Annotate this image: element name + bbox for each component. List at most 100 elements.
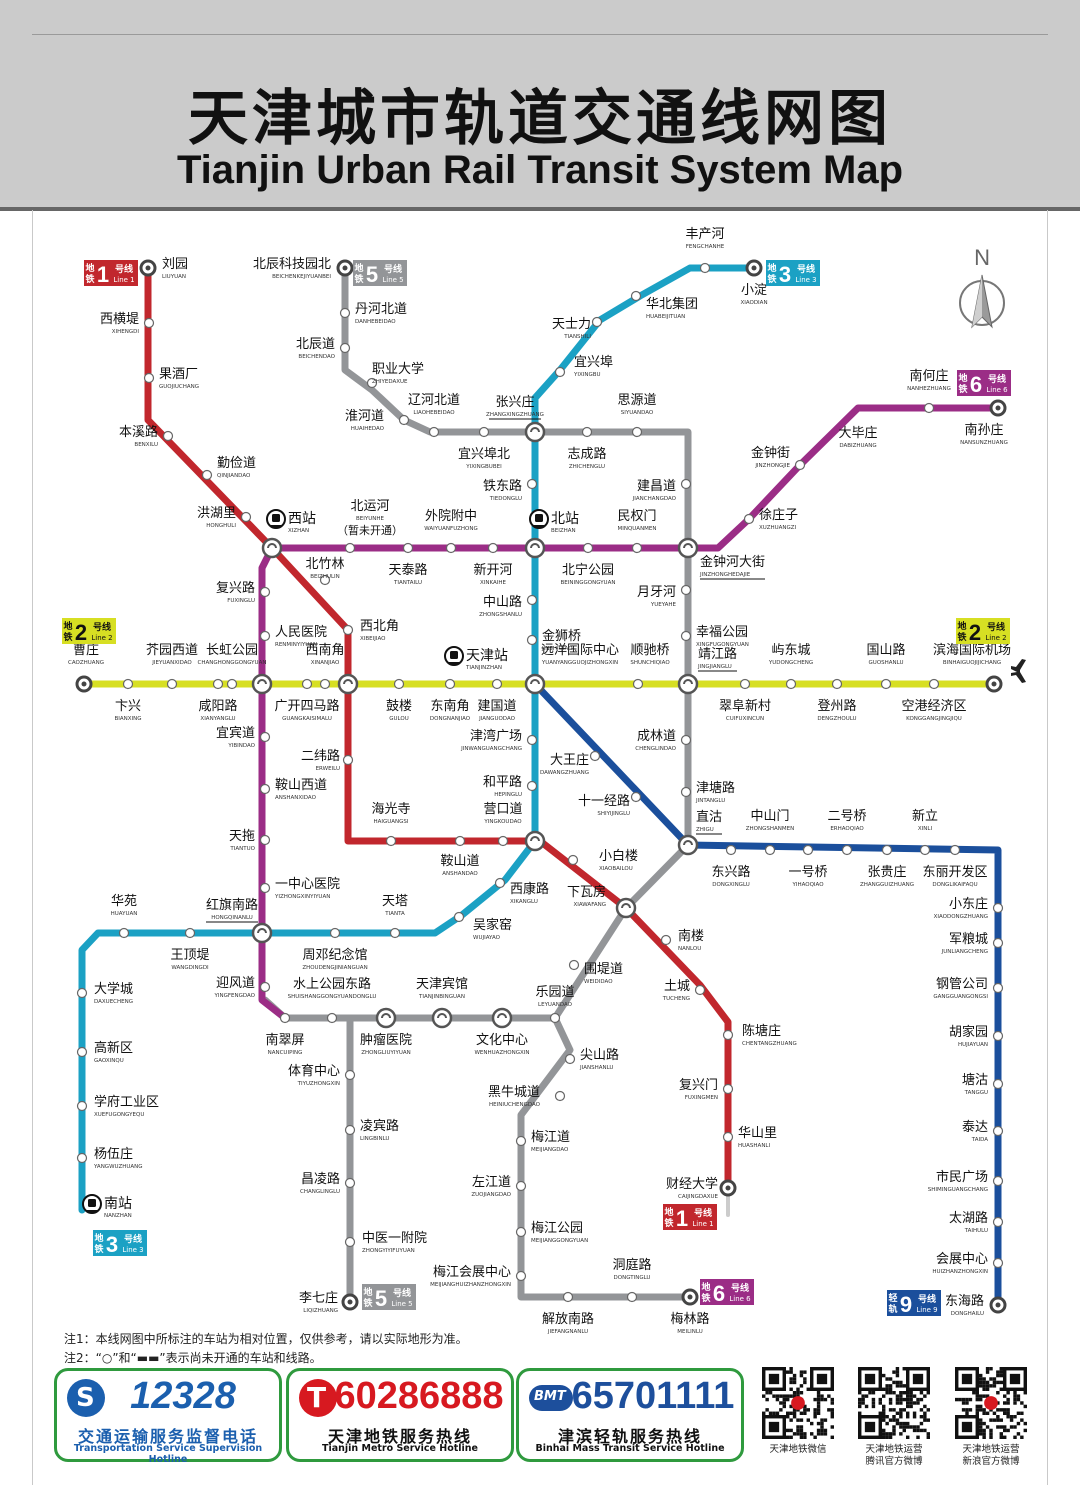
interchange-station-5[interactable] bbox=[251, 673, 273, 695]
interchange-station-13[interactable] bbox=[431, 1007, 453, 1029]
qr-code-0[interactable] bbox=[762, 1367, 834, 1439]
interchange-station-12[interactable] bbox=[375, 1007, 397, 1029]
interchange-station-0[interactable] bbox=[261, 537, 283, 559]
qr-code-1[interactable] bbox=[858, 1367, 930, 1439]
interchange-station-14[interactable] bbox=[491, 1007, 513, 1029]
interchange-station-1[interactable] bbox=[524, 537, 546, 559]
interchange-station-8[interactable] bbox=[524, 830, 546, 852]
